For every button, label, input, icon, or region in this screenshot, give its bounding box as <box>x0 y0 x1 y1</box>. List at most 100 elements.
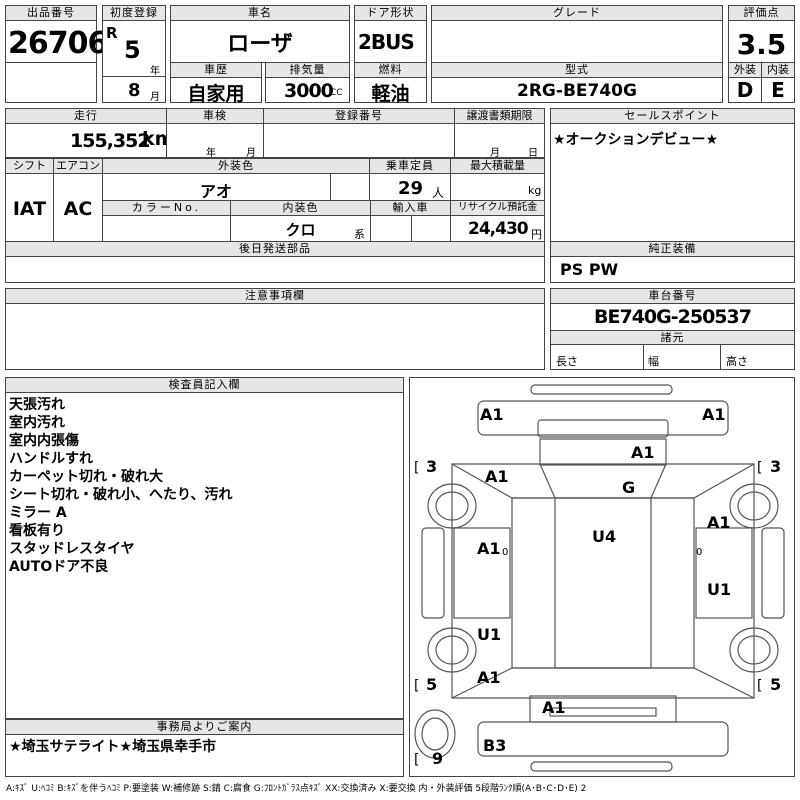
ext-color-divider <box>330 173 331 201</box>
lot-number-box <box>5 5 97 103</box>
car-diagram: [ [ [ [ [ 3 3 5 5 9 A1 A1 A1 G A1 U4 A1 … <box>409 377 795 777</box>
capacity-value: 29 <box>398 178 424 199</box>
persons-label: 人 <box>432 186 445 200</box>
tire-rr-bracket: [ <box>757 678 762 694</box>
dim-divider-1 <box>643 344 644 370</box>
width-label: 幅 <box>648 355 659 368</box>
tire-fl: 3 <box>426 457 437 476</box>
legend-text: A:ｷｽﾞ U:ﾍｺﾐ B:ｷｽﾞを伴うﾍｺﾐ P:要塗装 W:補修跡 S:錆 … <box>6 784 587 794</box>
displacement-value: 3000 <box>284 80 334 102</box>
mark-left-lower: U1 <box>477 625 501 644</box>
mileage-header: 走行 <box>5 108 167 124</box>
history-value: 自家用 <box>187 83 245 105</box>
reg-year: 5 <box>124 36 141 64</box>
mark-right-rear: U1 <box>707 580 731 599</box>
mark-left-mid: A1 <box>477 539 501 558</box>
chassis-header: 車台番号 <box>550 288 795 304</box>
displacement-header: 排気量 <box>265 62 350 78</box>
inspection-header: 車検 <box>166 108 264 124</box>
inspector-note: スタッドレスタイヤ <box>9 541 135 557</box>
inspector-notes: 天張汚れ 室内汚れ 室内内張傷 ハンドルすれ カーペット切れ・破れ大 シート切れ… <box>9 396 232 576</box>
deadline-day-label: 日 <box>528 148 538 159</box>
office-note: ★埼玉サテライト★埼玉県幸手市 <box>9 739 217 755</box>
max-load-header: 最大積載量 <box>450 158 545 174</box>
sales-point-header: セールスポイント <box>550 108 795 124</box>
ext-color-header: 外装色 <box>102 158 370 174</box>
inspector-note: ハンドルすれ <box>9 451 93 467</box>
tire-rl-bracket: [ <box>414 678 419 694</box>
model-value: 2RG-BE740G <box>517 81 637 101</box>
first-reg-header: 初度登録 <box>102 5 166 21</box>
aircon-header: エアコン <box>53 158 103 174</box>
transfer-deadline-header: 譲渡書類期限 <box>454 108 545 124</box>
mark-front-panel: A1 <box>631 443 655 462</box>
kg-label: kg <box>528 184 542 197</box>
interior-grade: E <box>771 78 785 102</box>
inspector-note: 室内内張傷 <box>9 433 79 449</box>
model-header: 型式 <box>431 62 723 78</box>
score-header: 評価点 <box>728 5 795 21</box>
mark-left-rear: A1 <box>477 668 501 687</box>
first-reg-box <box>102 5 166 103</box>
exterior-header: 外装 <box>728 62 762 78</box>
month-label: 月 <box>150 92 160 103</box>
series-label: 系 <box>354 228 365 241</box>
recycle-header: リサイクル預託金 <box>450 200 545 216</box>
year-label: 年 <box>150 66 160 77</box>
int-color-value: クロ <box>285 221 316 239</box>
mark-rear-top: A1 <box>542 698 566 717</box>
inspector-note: AUTOドア不良 <box>9 559 109 575</box>
grade-cell-divider <box>761 77 762 103</box>
mileage-value: 155,352 <box>70 130 151 152</box>
inspector-header: 検査員記入欄 <box>5 377 404 393</box>
score-value: 3.5 <box>736 28 787 61</box>
door-value: 2BUS <box>358 30 415 54</box>
car-diagram-svg: [ [ [ [ [ 3 3 5 5 9 A1 A1 A1 G A1 U4 A1 … <box>414 384 785 772</box>
lot-number: 26706 <box>8 26 108 61</box>
chassis-value: BE740G-250537 <box>594 306 752 328</box>
mark-windshield: G <box>622 478 635 497</box>
reg-number-header: 登録番号 <box>263 108 455 124</box>
length-label: 長さ <box>556 355 578 368</box>
inspection-year-label: 年 <box>206 148 216 159</box>
inspector-note: 室内汚れ <box>9 415 65 431</box>
office-header: 事務局よりご案内 <box>5 719 404 735</box>
fuel-header: 燃料 <box>354 62 427 78</box>
mark-front-left: A1 <box>485 467 509 486</box>
lot-number-divider <box>5 62 97 63</box>
dim-divider-2 <box>720 344 721 370</box>
mark-roof: U4 <box>592 527 616 546</box>
genuine-value: PS PW <box>560 260 619 279</box>
tire-fr-bracket: [ <box>757 460 762 476</box>
import-header: 輸入車 <box>370 200 451 216</box>
inspector-box <box>5 377 404 719</box>
sales-point-box <box>550 108 795 242</box>
era-label: R <box>106 24 118 42</box>
recycle-value: 24,430 <box>468 219 529 239</box>
reg-month: 8 <box>128 80 141 101</box>
shift-header: シフト <box>5 158 54 174</box>
shift-value: IAT <box>12 198 47 220</box>
inspector-note: 天張汚れ <box>9 397 65 413</box>
later-parts-header: 後日発送部品 <box>5 241 545 257</box>
exterior-grade: D <box>736 78 754 102</box>
door-header: ドア形状 <box>354 5 427 21</box>
capacity-header: 乗車定員 <box>369 158 451 174</box>
spare-bracket: [ <box>414 752 419 768</box>
tire-fr: 3 <box>770 457 781 476</box>
fuel-value: 軽油 <box>371 83 410 105</box>
inspector-note: シート切れ・破れ小、へたり、汚れ <box>9 487 233 503</box>
spare-tire: 9 <box>432 749 443 768</box>
mark-rear-bumper: B3 <box>483 736 506 755</box>
car-name-header: 車名 <box>170 5 350 21</box>
first-reg-divider <box>102 76 166 77</box>
import-divider <box>411 215 412 242</box>
dimensions-header: 諸元 <box>550 330 795 345</box>
inspector-note: ミラー A <box>9 505 67 521</box>
history-header: 車歴 <box>170 62 262 78</box>
interior-header: 内装 <box>761 62 795 78</box>
grade-header: グレード <box>431 5 723 21</box>
lot-number-header: 出品番号 <box>5 5 97 21</box>
yen-label: 円 <box>531 228 542 241</box>
color-no-header: カラーNo. <box>102 200 231 216</box>
